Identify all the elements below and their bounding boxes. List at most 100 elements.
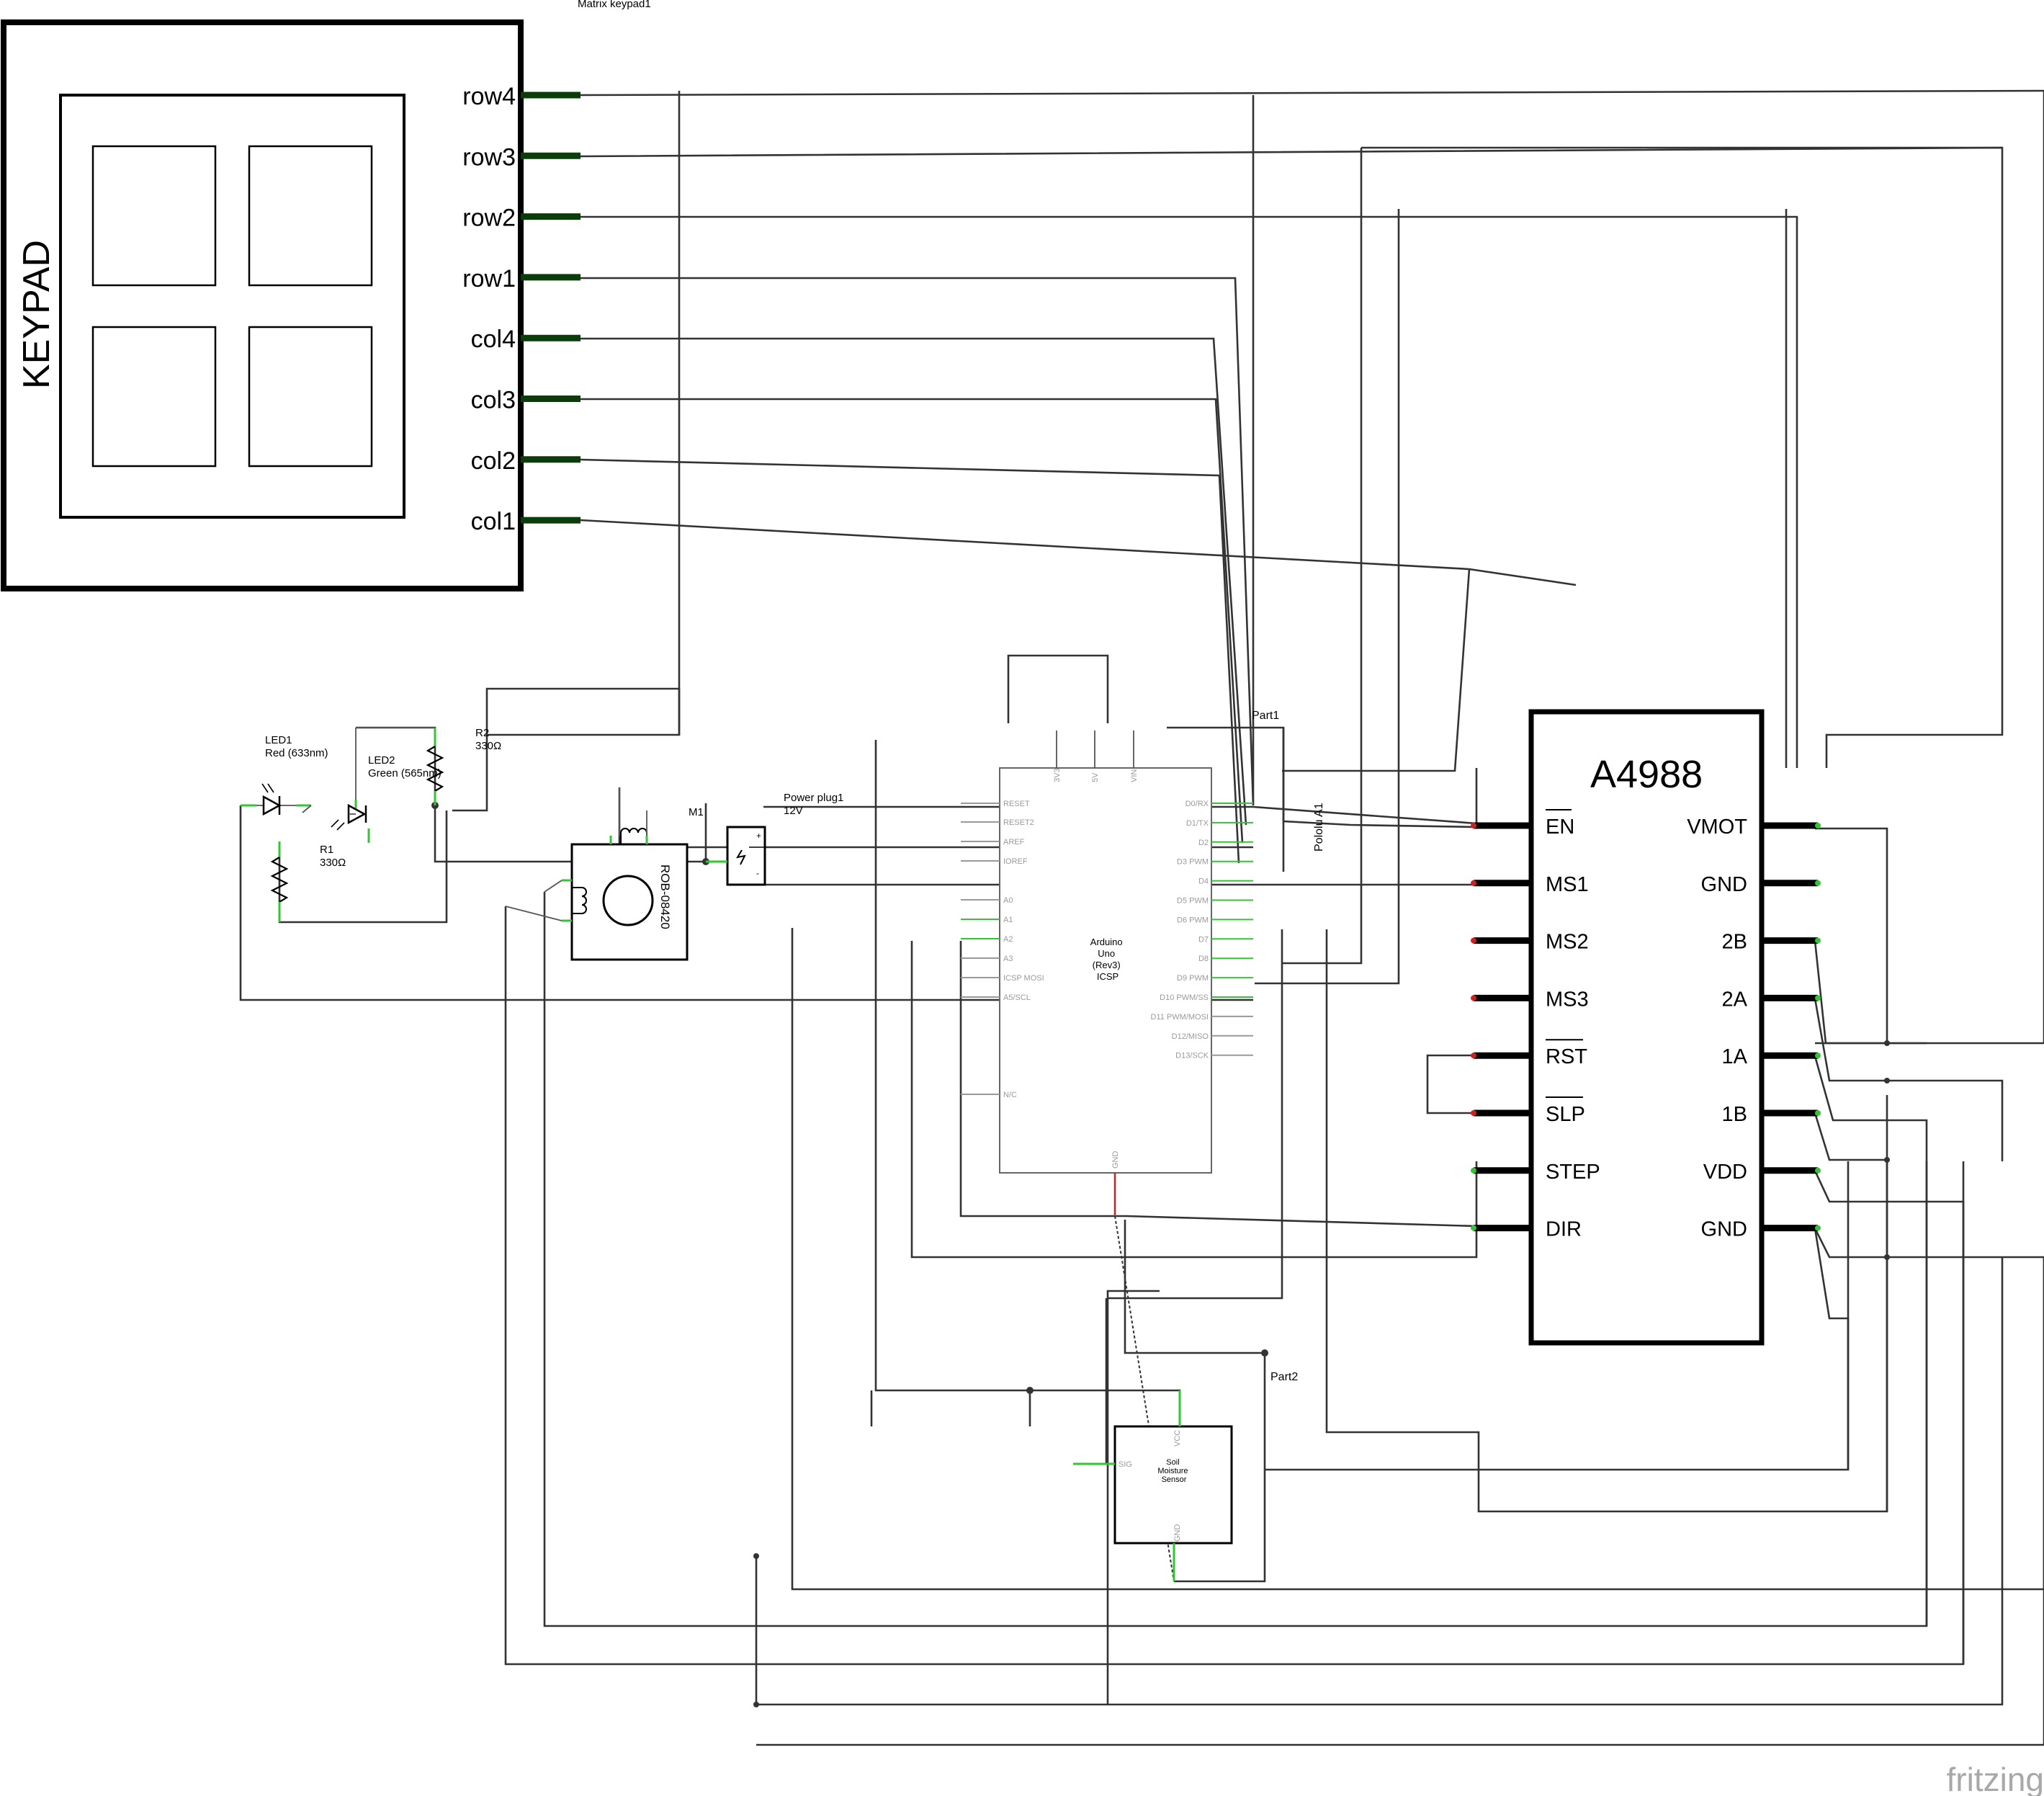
keypad-pin-label: row1 bbox=[462, 265, 516, 292]
arduino-body bbox=[999, 767, 1212, 1174]
a4988-part-label: Pololu A1 bbox=[1313, 803, 1325, 852]
arduino-right-label: D1/TX bbox=[1186, 819, 1209, 828]
motor-part: ROB-08420 bbox=[658, 865, 672, 929]
stepper-motor: M1 ROB-08420 bbox=[505, 787, 704, 961]
r1-name: R1 bbox=[320, 844, 333, 856]
motor-name: M1 bbox=[689, 806, 704, 818]
arduino-right-label: D6 PWM bbox=[1177, 916, 1209, 924]
a4988-left-label: SLP bbox=[1546, 1103, 1585, 1126]
wire-vmot-right bbox=[1815, 91, 2044, 1045]
power-value: 12V bbox=[784, 805, 803, 817]
junction-dot bbox=[753, 1702, 759, 1707]
arduino-right-label: D13/SCK bbox=[1175, 1052, 1209, 1060]
wire-r1 bbox=[278, 810, 448, 924]
power-name: Power plug1 bbox=[784, 792, 843, 804]
pin-end-marker bbox=[1471, 880, 1476, 886]
arduino-left-label: ICSP MOSI bbox=[1003, 974, 1044, 983]
r1-symbol bbox=[270, 841, 289, 922]
a4988-right-label: VMOT bbox=[1687, 816, 1747, 839]
power-plug: Power plug1 12V + - bbox=[706, 792, 843, 886]
pin-end-marker bbox=[1815, 823, 1821, 828]
wire-d7 bbox=[1108, 929, 1283, 1300]
wire-col2 bbox=[580, 458, 1240, 864]
arduino-right-label: D7 bbox=[1198, 935, 1209, 944]
a4988-left-label: MS1 bbox=[1546, 873, 1589, 896]
wire-d8 bbox=[1255, 209, 1400, 985]
a4988-right-label: 2A bbox=[1722, 988, 1748, 1011]
wire-col3 bbox=[581, 398, 1244, 844]
a4988-title: A4988 bbox=[1590, 753, 1703, 796]
arduino-right-label: D5 PWM bbox=[1177, 897, 1209, 906]
wire-a2-dir bbox=[959, 941, 1477, 1228]
wire-col1-drop bbox=[1282, 568, 1471, 772]
wire-d6 bbox=[1282, 148, 1363, 965]
a4988-right-label: GND bbox=[1701, 873, 1747, 896]
sensor-part-label: Part2 bbox=[1270, 1371, 1298, 1383]
pin-end-marker bbox=[1815, 1167, 1821, 1174]
junction-dot bbox=[1884, 1078, 1890, 1084]
arduino-left-label: A1 bbox=[1003, 916, 1013, 924]
wires bbox=[239, 89, 2044, 1746]
wire-fan-5 bbox=[1814, 1112, 1888, 1511]
a4988-right-label: GND bbox=[1701, 1218, 1747, 1241]
a4988-left-label: RST bbox=[1546, 1045, 1587, 1068]
wire-d1 bbox=[1282, 728, 1478, 828]
wire-fan-6 bbox=[1814, 1170, 1965, 1664]
a4988-left-label: STEP bbox=[1546, 1161, 1600, 1184]
wire-row1 bbox=[581, 277, 1255, 806]
arduino-left-label: A3 bbox=[1003, 955, 1013, 963]
a4988-right-label: VDD bbox=[1703, 1161, 1747, 1184]
pin-end-marker bbox=[1815, 1225, 1821, 1231]
wire-left-loop bbox=[1106, 1290, 1160, 1705]
pin-end-marker bbox=[1471, 823, 1476, 828]
arduino-right-label: D2 bbox=[1198, 839, 1209, 847]
power-plus: + bbox=[756, 831, 761, 841]
wire-fan-3 bbox=[1814, 998, 2004, 1161]
keypad-pin-label: row3 bbox=[462, 143, 516, 171]
pin-end-marker bbox=[1471, 1053, 1476, 1059]
wire-fan-4 bbox=[1814, 1055, 1928, 1626]
pin-end-marker bbox=[1815, 880, 1821, 886]
pin-end-marker bbox=[1815, 995, 1821, 1001]
arduino-left-label: N/C bbox=[1003, 1091, 1017, 1099]
wire-bottom-2 bbox=[756, 1257, 2044, 1746]
r2-name: R2 bbox=[475, 727, 489, 739]
a4988-driver: A4988 Pololu A1 ENMS1MS2MS3RSTSLPSTEPDIR… bbox=[1313, 709, 1821, 1346]
led2-name: LED2 bbox=[368, 754, 395, 767]
arduino-right-label: D9 PWM bbox=[1177, 974, 1209, 983]
keypad-key bbox=[248, 145, 373, 287]
keypad-key bbox=[91, 145, 217, 287]
arduino-left-label: RESET2 bbox=[1003, 818, 1034, 827]
fritzing-watermark: fritzing bbox=[1947, 1761, 2044, 1796]
wire-vcc-b bbox=[1030, 1389, 1181, 1426]
r1-value: 330Ω bbox=[320, 857, 346, 869]
wire-en bbox=[763, 805, 1477, 825]
soil-moisture-sensor: Part2 Soil Moisture Sensor VCC SIG GND bbox=[1073, 1371, 1298, 1581]
arduino-left-label: A2 bbox=[1003, 935, 1013, 944]
arduino-right-label: D0/RX bbox=[1185, 800, 1209, 808]
arduino-right-label: D11 PWM/MOSI bbox=[1151, 1013, 1209, 1022]
pin-end-marker bbox=[1815, 937, 1821, 944]
wire-col4 bbox=[581, 337, 1247, 826]
wire-led1-d10 bbox=[239, 805, 1253, 1001]
a4988-right-label: 1A bbox=[1722, 1045, 1748, 1068]
arduino-left-label: RESET bbox=[1003, 800, 1030, 808]
led-resistor-network: LED1 Red (633nm) LED2 Green (565nm) R2 3… bbox=[241, 727, 501, 922]
wire-row3 bbox=[580, 146, 2004, 768]
arduino-top-label: VIN bbox=[1130, 769, 1139, 782]
arduino-left-label: A0 bbox=[1003, 896, 1013, 905]
wire-top-loop bbox=[1007, 654, 1109, 723]
junction-dot bbox=[1884, 1254, 1890, 1260]
keypad-pin-label: col4 bbox=[471, 326, 516, 353]
wire-sig bbox=[1073, 1298, 1108, 1465]
keypad-pin-label: col3 bbox=[471, 387, 516, 414]
keypad-pin-label: row2 bbox=[462, 205, 516, 232]
pin-end-marker bbox=[1471, 937, 1476, 944]
arduino-bottom-label: GND bbox=[1111, 1151, 1120, 1169]
wire-fan-2 bbox=[1814, 940, 1887, 1045]
led1-symbol bbox=[241, 783, 312, 816]
power-body bbox=[726, 826, 766, 886]
pin-end-marker bbox=[1471, 995, 1476, 1001]
pin-end-marker bbox=[1471, 1225, 1476, 1231]
